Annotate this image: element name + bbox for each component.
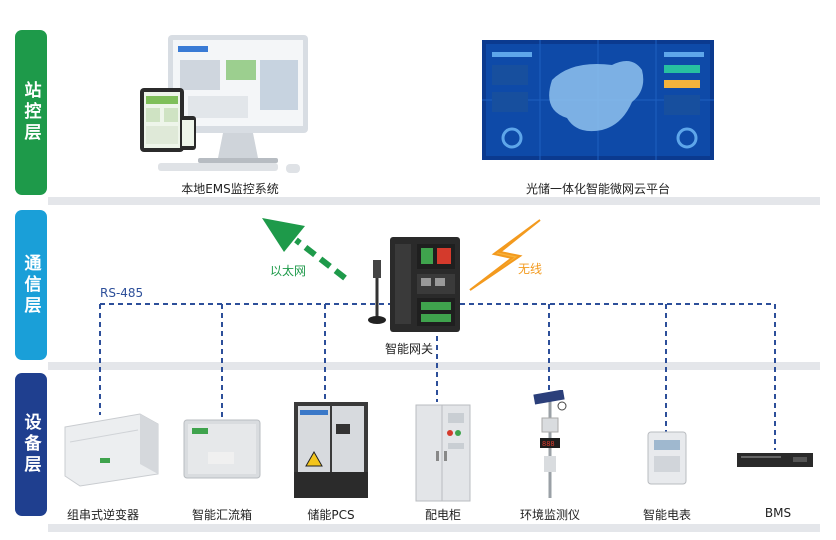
cloud-platform-label: 光储一体化智能微网云平台 (525, 182, 670, 196)
distribution-cabinet-icon (414, 403, 472, 503)
layer-device-label: 设备层 (20, 413, 41, 476)
cloud-platform-screen-icon (482, 40, 714, 160)
local-ems-devices-icon (138, 30, 318, 180)
layer-station-label: 站控层 (20, 81, 41, 144)
rs485-label: RS-485 (100, 286, 144, 300)
device-label-combiner: 智能汇流箱 (191, 508, 252, 522)
device-shelf (48, 524, 820, 532)
wireless-bolt-icon (469, 219, 541, 291)
layer-comm-label: 通信层 (20, 253, 41, 317)
smart-meter-icon (646, 430, 688, 486)
ethernet-arrow (262, 218, 347, 281)
weather-station-icon: 888 (526, 390, 574, 500)
layer-station-band: 站控层 (15, 30, 47, 195)
device-label-meter: 智能电表 (642, 508, 691, 522)
layer-comm-band: 通信层 (15, 210, 47, 360)
inverter-icon (60, 412, 160, 487)
device-label-pcs: 储能PCS (307, 508, 355, 522)
bms-rack-icon (735, 450, 815, 470)
device-label-inverter: 组串式逆变器 (66, 508, 139, 522)
layer-device-band: 设备层 (15, 373, 47, 516)
gateway-label: 智能网关 (385, 342, 434, 356)
comm-shelf (48, 362, 820, 370)
smart-gateway-icon (365, 232, 465, 337)
ethernet-label: 以太网 (270, 264, 307, 278)
local-ems-label: 本地EMS监控系统 (181, 182, 279, 196)
device-label-distribution: 配电柜 (424, 508, 461, 522)
device-label-weather: 环境监测仪 (519, 508, 580, 522)
svg-text:888: 888 (542, 440, 555, 448)
wireless-label: 无线 (518, 262, 543, 276)
pcs-cabinet-icon (292, 400, 370, 500)
device-label-bms: BMS (764, 506, 792, 520)
station-shelf (48, 197, 820, 205)
combiner-box-icon (182, 418, 262, 480)
